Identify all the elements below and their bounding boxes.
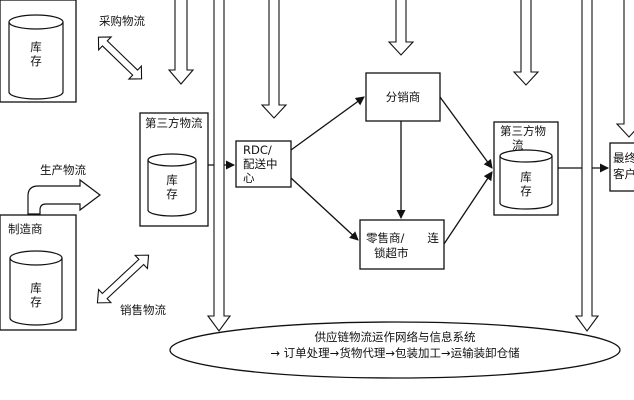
info-down-arrow-4 <box>615 0 634 138</box>
arrow-rdc-to-retailer <box>290 177 359 241</box>
rdc-box <box>235 140 292 188</box>
rdc-label: RDC/ 配送中 心 <box>243 143 278 185</box>
third-party-left-label: 第三方物流 <box>145 116 203 130</box>
warehouse-top-cylinder <box>8 14 64 100</box>
manufacturer-label: 制造商 <box>8 222 43 236</box>
purchase-flow-label: 采购物流 <box>99 14 145 28</box>
network-feed-arrow-right <box>574 0 600 332</box>
vertical-double-arrow <box>167 0 195 85</box>
third-party-left-cyl-label: 库 存 <box>166 173 178 201</box>
distributor-box <box>365 72 441 122</box>
arrow-rdc-to-distributor <box>290 96 365 151</box>
final-customer-box <box>609 142 634 192</box>
manufacturer-cyl-label: 库 存 <box>30 281 42 309</box>
arrow-retailer-to-tpl-right <box>443 171 493 245</box>
production-flow-label: 生产物流 <box>40 163 86 177</box>
info-down-arrow-3 <box>512 0 540 86</box>
network-process-chain: → 订单处理→货物代理→包装加工→运输装卸仓储 <box>270 346 520 360</box>
sales-flow-arrow <box>96 254 150 304</box>
retailer-box <box>359 219 445 270</box>
arrow-distributor-to-tpl-right <box>439 96 493 169</box>
sales-flow-label: 销售物流 <box>120 303 166 317</box>
warehouse-top-label: 库 存 <box>30 40 42 68</box>
third-party-right-cylinder <box>499 149 553 210</box>
manufacturer-cylinder <box>9 250 63 326</box>
third-party-left-cylinder <box>147 153 197 217</box>
third-party-right-label: 第三方物 流 <box>500 124 546 152</box>
network-title: 供应链物流运作网络与信息系统 <box>314 330 476 344</box>
distributor-label: 分销商 <box>385 90 421 104</box>
info-down-arrow-2 <box>387 0 415 56</box>
retailer-label: 零售商/ 连 锁超市 <box>366 231 439 260</box>
network-ellipse <box>169 321 621 379</box>
purchase-flow-arrow <box>97 36 143 80</box>
production-flow-arrow <box>27 178 101 215</box>
info-down-arrow-1 <box>260 0 288 119</box>
final-customer-label: 最终 客户 <box>613 151 634 181</box>
network-feed-arrow-left <box>206 0 232 332</box>
third-party-right-cyl-label: 库 存 <box>520 170 532 198</box>
